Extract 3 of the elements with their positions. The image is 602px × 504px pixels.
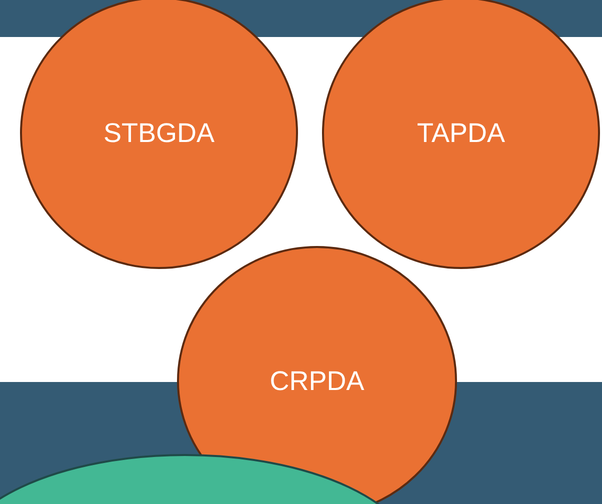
node-label: CRPDA <box>270 366 364 396</box>
node-label: STBGDA <box>103 118 215 148</box>
node-label: TAPDA <box>416 118 505 148</box>
